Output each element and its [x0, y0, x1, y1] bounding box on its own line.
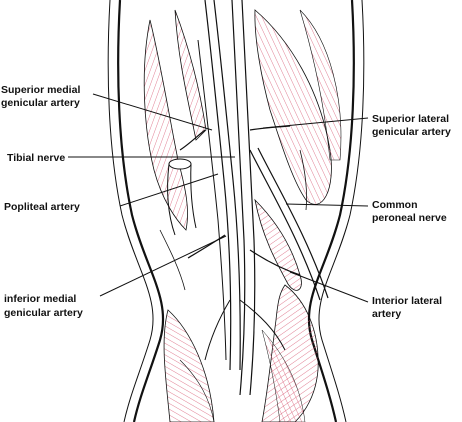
label-tibial-nerve: Tibial nerve: [7, 152, 65, 164]
tendon-detail-3: [179, 359, 215, 422]
popliteal-vein: [204, 0, 232, 371]
common-peroneal-drawn: [249, 149, 321, 301]
plantaris-muscle: [254, 198, 302, 291]
tibial-nerve-drawn-2: [241, 0, 256, 396]
leader-sup-medial: [92, 93, 213, 131]
soleus-muscle: [261, 329, 306, 422]
label-common-peroneal-nerve: Common peroneal nerve: [372, 199, 447, 224]
leader-interior-lateral: [289, 271, 369, 303]
lower-branch: [239, 299, 286, 351]
label-superior-medial-genicular-artery: Superior medial genicular artery: [1, 84, 83, 109]
cut-vessel: [168, 158, 192, 170]
popliteal-vein-2: [213, 0, 241, 371]
label-popliteal-artery: Popliteal artery: [4, 201, 80, 213]
inf-medial-branch: [187, 234, 226, 259]
tibial-nerve-drawn: [231, 0, 246, 396]
semimembranosus-muscle: [143, 19, 188, 231]
gastrocnemius-medial-head: [163, 309, 215, 422]
label-inferior-medial-genicular-artery: inferior medial genicular artery: [4, 293, 83, 319]
leader-popliteal-artery: [119, 173, 219, 207]
leg-outline-right: [307, 0, 355, 422]
leader-sup-lateral: [262, 117, 369, 129]
biceps-femoris-muscle: [254, 9, 332, 205]
inf-lateral-branch: [249, 249, 301, 276]
label-superior-lateral-genicular-artery: Superior lateral genicular artery: [372, 113, 452, 138]
leg-outline-left-inner: [107, 0, 154, 422]
leader-common-peroneal: [285, 203, 369, 207]
semitendinosus-muscle: [174, 9, 207, 141]
leg-outline-right-inner: [318, 0, 365, 422]
cut-vessel-body: [167, 163, 197, 236]
sup-medial-branch: [179, 129, 206, 151]
lateral-upper-muscle: [299, 9, 342, 161]
tendon-detail-1: [159, 229, 186, 291]
common-peroneal-drawn-2: [257, 147, 329, 299]
leader-inf-medial: [99, 235, 227, 297]
leg-outline-left: [117, 0, 165, 422]
popliteal-artery-drawn: [197, 39, 227, 361]
label-interior-lateral-artery: Interior lateral artery: [372, 295, 445, 320]
lower-branch-2: [204, 299, 231, 361]
